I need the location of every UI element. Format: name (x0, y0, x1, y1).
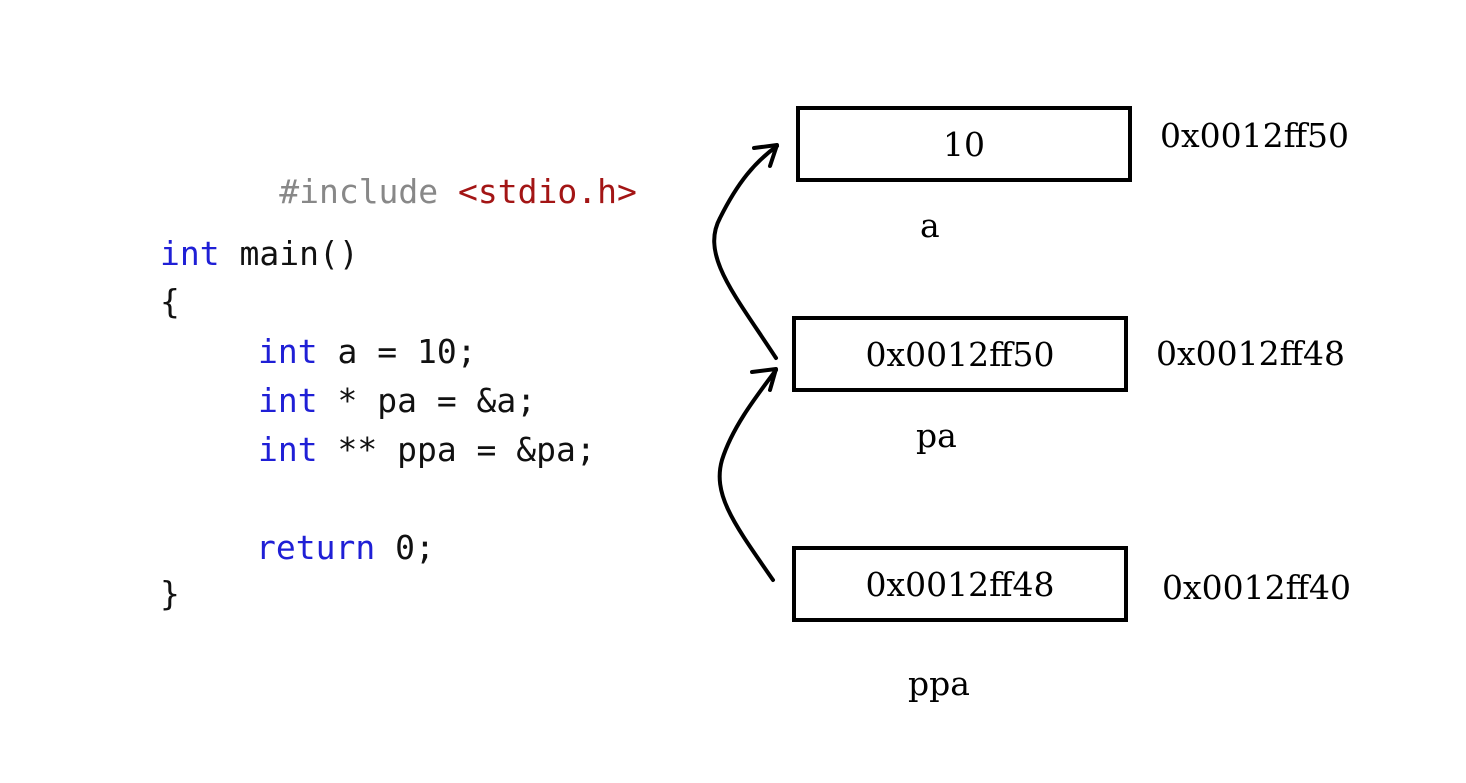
include-directive: #include (279, 172, 439, 211)
cell-value-pa: 0x0012ff50 (865, 334, 1055, 374)
code-line-main: int main() (160, 236, 359, 272)
memory-cell-ppa: 0x0012ff48 (792, 546, 1128, 622)
memory-cell-a: 10 (796, 106, 1132, 182)
include-header: <stdio.h> (458, 172, 637, 211)
decl-a: a = 10; (317, 332, 477, 371)
variable-name-pa: pa (916, 416, 957, 455)
open-brace: { (160, 282, 180, 321)
code-line-decl-pa: int * pa = &a; (258, 383, 536, 419)
code-line-decl-ppa: int ** ppa = &pa; (258, 432, 596, 468)
code-line-close-brace: } (160, 576, 180, 612)
address-ppa: 0x0012ff40 (1162, 568, 1352, 607)
variable-name-ppa: ppa (908, 664, 970, 703)
address-a: 0x0012ff50 (1160, 116, 1350, 155)
main-signature: main() (219, 234, 359, 273)
code-line-return: return 0; (256, 530, 435, 566)
keyword-return: return (256, 528, 376, 567)
address-pa: 0x0012ff48 (1156, 334, 1346, 373)
keyword-int: int (258, 332, 318, 371)
keyword-int: int (258, 430, 318, 469)
arrowhead-pa-to-a (752, 143, 779, 168)
decl-pa: * pa = &a; (317, 381, 537, 420)
close-brace: } (160, 574, 180, 613)
arrowhead-ppa-to-pa (750, 367, 778, 392)
memory-cell-pa: 0x0012ff50 (792, 316, 1128, 392)
variable-name-a: a (920, 206, 940, 245)
cell-value-ppa: 0x0012ff48 (865, 564, 1055, 604)
arrow-ppa-to-pa (717, 368, 778, 582)
code-line-include: #include <stdio.h> (160, 138, 637, 246)
keyword-int: int (258, 381, 318, 420)
cell-value-a: 10 (943, 124, 985, 164)
code-line-decl-a: int a = 10; (258, 334, 477, 370)
keyword-int: int (160, 234, 220, 273)
return-value: 0; (375, 528, 435, 567)
decl-ppa: ** ppa = &pa; (317, 430, 596, 469)
code-line-open-brace: { (160, 284, 180, 320)
arrow-pa-to-a (712, 144, 779, 360)
